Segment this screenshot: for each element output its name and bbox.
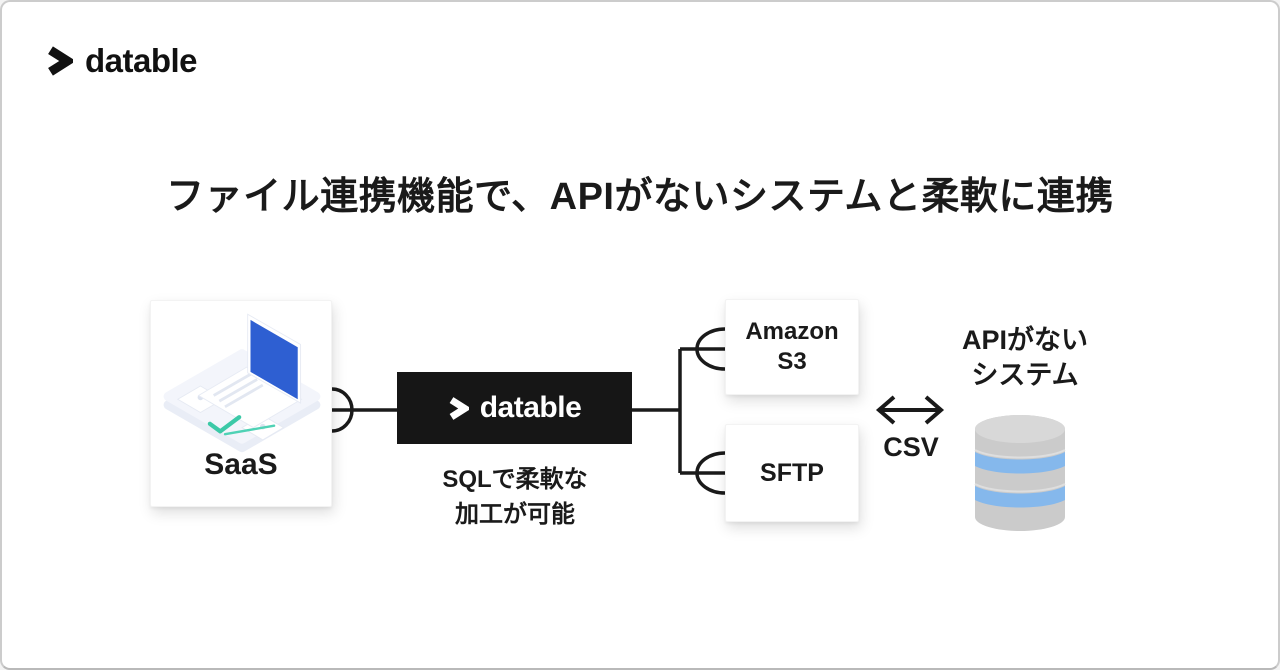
sql-note-line1: SQLで柔軟な xyxy=(442,466,588,493)
api-system-label-line1: APIがない xyxy=(961,325,1088,355)
api-system-label-line2: システム xyxy=(971,360,1079,390)
amazon-s3-node: Amazon S3 xyxy=(725,299,859,395)
brand-logo-text: datable xyxy=(85,42,198,79)
datable-chevron-icon xyxy=(48,46,73,76)
double-arrow-icon xyxy=(875,395,945,425)
amazon-s3-label-line2: S3 xyxy=(777,348,807,375)
laptop-illustration-icon xyxy=(163,313,321,453)
sftp-node: SFTP xyxy=(725,424,859,522)
brand-logo: datable xyxy=(46,42,198,80)
sftp-label: SFTP xyxy=(760,458,824,487)
csv-label: CSV xyxy=(883,432,939,462)
saas-node: SaaS xyxy=(150,300,332,507)
sql-note-line2: 加工が可能 xyxy=(455,501,575,528)
page-title: ファイル連携機能で、APIがないシステムと柔軟に連携 xyxy=(166,176,1114,218)
datable-node: datable xyxy=(397,372,632,444)
datable-node-logo-text: datable xyxy=(479,391,582,424)
database-icon xyxy=(974,415,1066,531)
datable-chevron-white-icon xyxy=(449,396,469,420)
sql-note: SQLで柔軟な 加工が可能 xyxy=(380,462,650,532)
api-system-label: APIがない システム xyxy=(950,323,1100,393)
saas-label: SaaS xyxy=(204,448,278,481)
amazon-s3-label-line1: Amazon xyxy=(745,318,839,345)
